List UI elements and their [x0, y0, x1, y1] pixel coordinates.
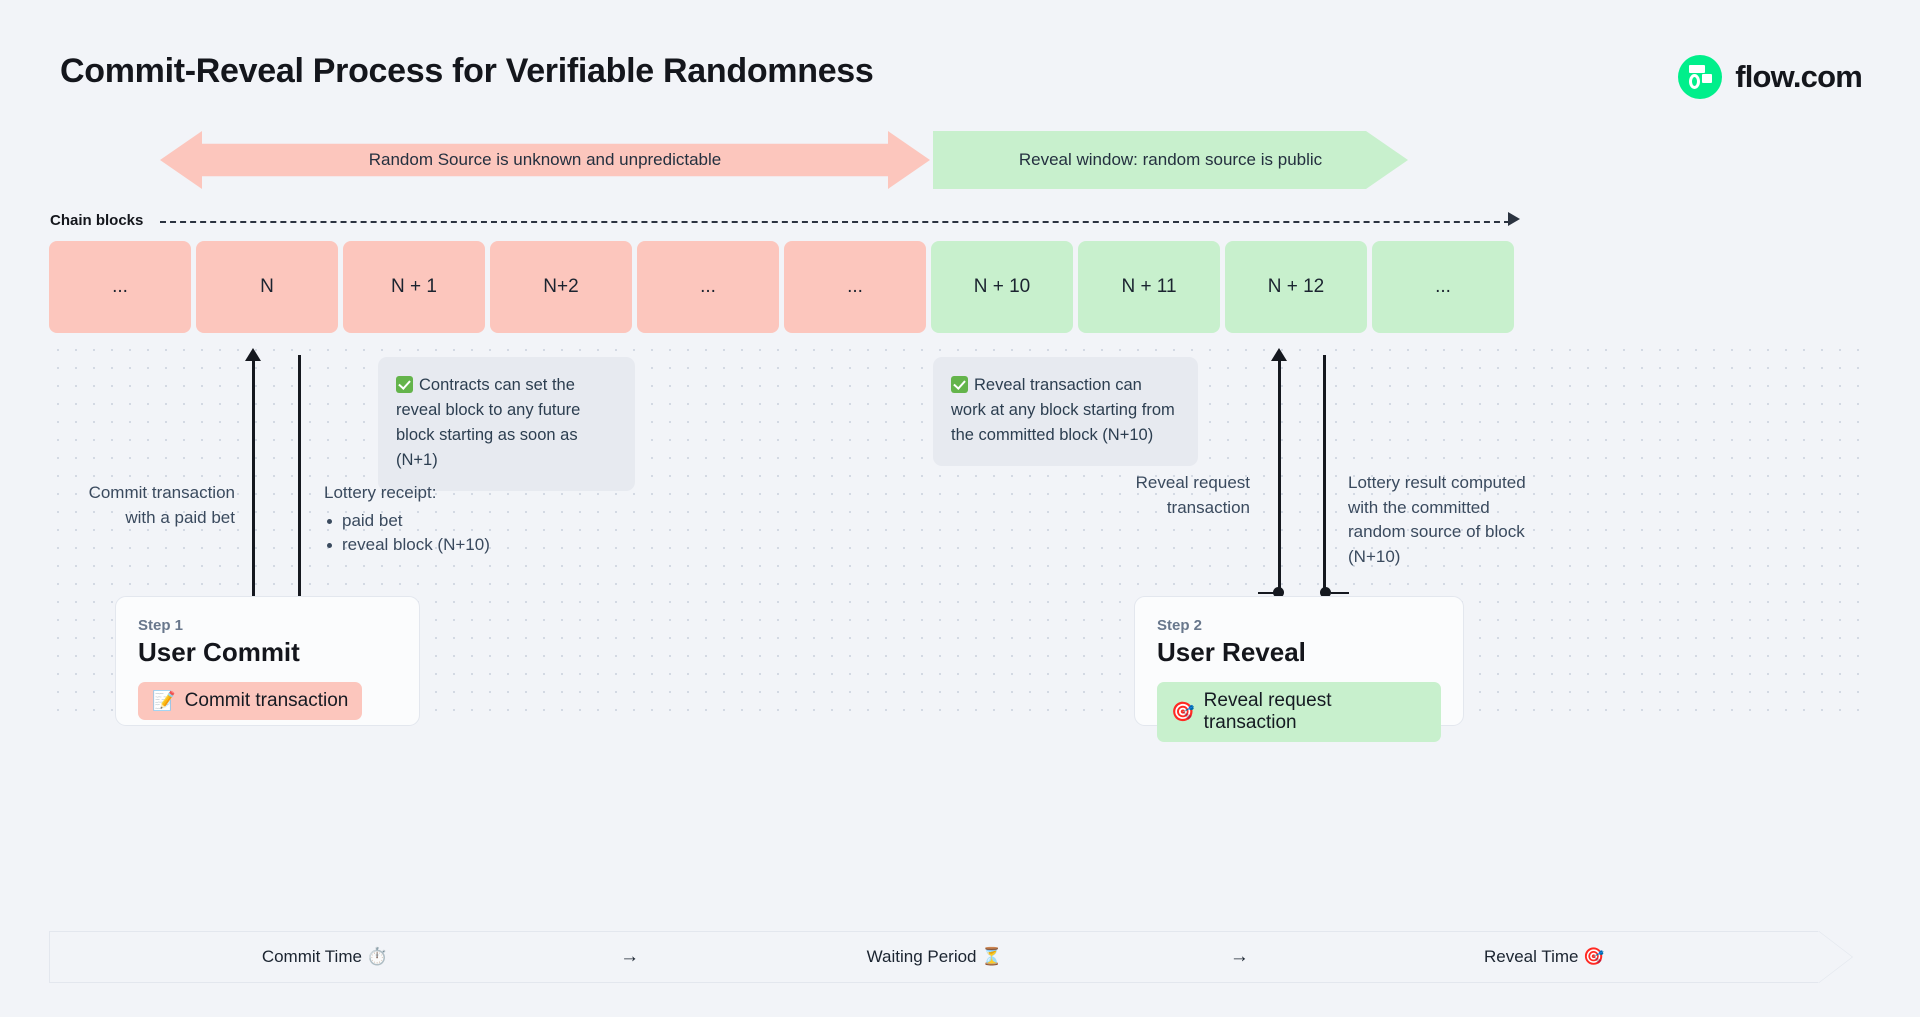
reveal-up-arrow-icon: [1271, 348, 1287, 361]
timeline-arrow-head-icon: [1818, 931, 1852, 983]
commit-transaction-line2: with a paid bet: [125, 507, 235, 527]
result-label-stub: [1331, 592, 1349, 594]
brand-logo: flow.com: [1678, 55, 1863, 99]
lottery-receipt-annotation: Lottery receipt: paid bet reveal block (…: [324, 481, 584, 558]
reveal-anchor-dot: [1273, 587, 1284, 598]
list-item: paid bet: [324, 509, 584, 534]
commit-transaction-line1: Commit transaction: [88, 483, 235, 502]
commit-callout: Contracts can set the reveal block to an…: [378, 357, 635, 492]
flow-logo-icon: [1678, 55, 1723, 99]
check-icon: [396, 376, 413, 393]
reveal-request-pill[interactable]: 🎯 Reveal request transaction: [1157, 682, 1441, 742]
step-1-title: User Commit: [138, 637, 300, 667]
commit-transaction-pill-label: Commit transaction: [184, 690, 349, 711]
commit-transaction-pill[interactable]: 📝 Commit transaction: [138, 682, 363, 720]
chain-blocks-label: Chain blocks: [50, 212, 144, 229]
chain-block[interactable]: N + 1: [343, 241, 485, 333]
commit-up-line: [252, 360, 255, 712]
timeline-segment-waiting: Waiting Period ⏳: [866, 947, 1003, 966]
timeline-segment-reveal: Reveal Time 🎯: [1483, 947, 1605, 966]
check-icon: [951, 376, 968, 393]
step-card-user-reveal[interactable]: Step 2 User Reveal 🎯 Reveal request tran…: [1134, 596, 1464, 742]
lottery-receipt-title: Lottery receipt:: [324, 483, 437, 502]
lottery-result-annotation: Lottery result computed with the committ…: [1348, 473, 1526, 566]
chain-axis-line: [160, 221, 1510, 223]
reveal-callout: Reveal transaction can work at any block…: [933, 357, 1198, 467]
timeline-segment-commit: Commit Time ⏱️: [261, 947, 388, 966]
page-title: Commit-Reveal Process for Verifiable Ran…: [60, 52, 874, 90]
chain-blocks-row: ... N N + 1 N+2 ... ... N + 10 N + 11 N …: [49, 241, 1514, 333]
step-1-kicker: Step 1: [138, 617, 184, 634]
brand-name: flow.com: [1735, 59, 1863, 94]
reveal-label-stub: [1258, 592, 1280, 594]
chain-block[interactable]: N+2: [490, 241, 632, 333]
chain-block[interactable]: ...: [637, 241, 779, 333]
commit-up-arrow-icon: [245, 348, 261, 361]
chain-block[interactable]: ...: [1372, 241, 1514, 333]
reveal-up-line: [1278, 360, 1281, 712]
memo-icon: 📝: [152, 690, 176, 712]
reveal-request-pill-label: Reveal request transaction: [1203, 690, 1332, 733]
result-down-line: [1323, 355, 1326, 707]
target-icon: 🎯: [1171, 701, 1195, 723]
chain-axis-arrow-icon: [1508, 212, 1520, 226]
timeline-arrow-icon: →: [620, 946, 640, 967]
commit-transaction-annotation: Commit transaction with a paid bet: [60, 481, 235, 530]
banner-reveal-window: Reveal window: random source is public: [933, 131, 1408, 189]
result-anchor-dot: [1320, 587, 1331, 598]
chain-block[interactable]: ...: [49, 241, 191, 333]
step-2-title: User Reveal: [1157, 637, 1306, 667]
chain-block[interactable]: N + 10: [931, 241, 1073, 333]
banner-random-source-unknown: Random Source is unknown and unpredictab…: [160, 131, 930, 189]
timeline-arrow-icon: →: [1229, 946, 1249, 967]
reveal-callout-text: Reveal transaction can work at any block…: [951, 376, 1175, 445]
receipt-down-line: [298, 355, 301, 707]
commit-callout-text: Contracts can set the reveal block to an…: [396, 376, 581, 470]
chain-block[interactable]: N: [196, 241, 338, 333]
list-item: reveal block (N+10): [324, 533, 584, 558]
phase-timeline: Commit Time ⏱️ → Waiting Period ⏳ → Reve…: [49, 931, 1819, 983]
reveal-request-line2: transaction: [1166, 497, 1250, 517]
chain-block[interactable]: ...: [784, 241, 926, 333]
step-2-kicker: Step 2: [1157, 617, 1203, 634]
reveal-request-line1: Reveal request: [1135, 473, 1250, 492]
reveal-request-annotation: Reveal request transaction: [1060, 471, 1250, 520]
step-card-user-commit[interactable]: Step 1 User Commit 📝 Commit transaction: [115, 596, 420, 726]
chain-block[interactable]: N + 11: [1078, 241, 1220, 333]
chain-block[interactable]: N + 12: [1225, 241, 1367, 333]
